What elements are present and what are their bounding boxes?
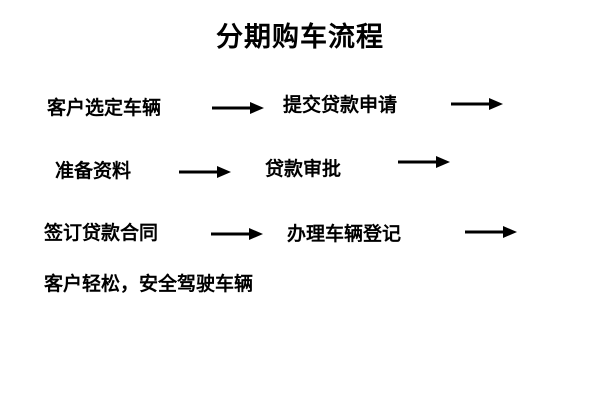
- right-arrow-icon: [465, 225, 517, 239]
- step-vehicle-registration: 办理车辆登记: [287, 223, 402, 245]
- step-drive-safely: 客户轻松，安全驾驶车辆: [44, 273, 254, 295]
- right-arrow-icon: [212, 101, 264, 115]
- right-arrow-icon: [398, 155, 450, 169]
- page-title: 分期购车流程: [216, 22, 384, 53]
- step-select-car: 客户选定车辆: [47, 97, 162, 119]
- step-loan-approval: 贷款审批: [265, 158, 342, 180]
- step-submit-loan-application: 提交贷款申请: [283, 94, 398, 116]
- right-arrow-icon: [179, 165, 231, 179]
- right-arrow-icon: [211, 227, 263, 241]
- step-prepare-documents: 准备资料: [55, 160, 132, 182]
- step-sign-loan-contract: 签订贷款合同: [44, 222, 159, 244]
- right-arrow-icon: [451, 97, 503, 111]
